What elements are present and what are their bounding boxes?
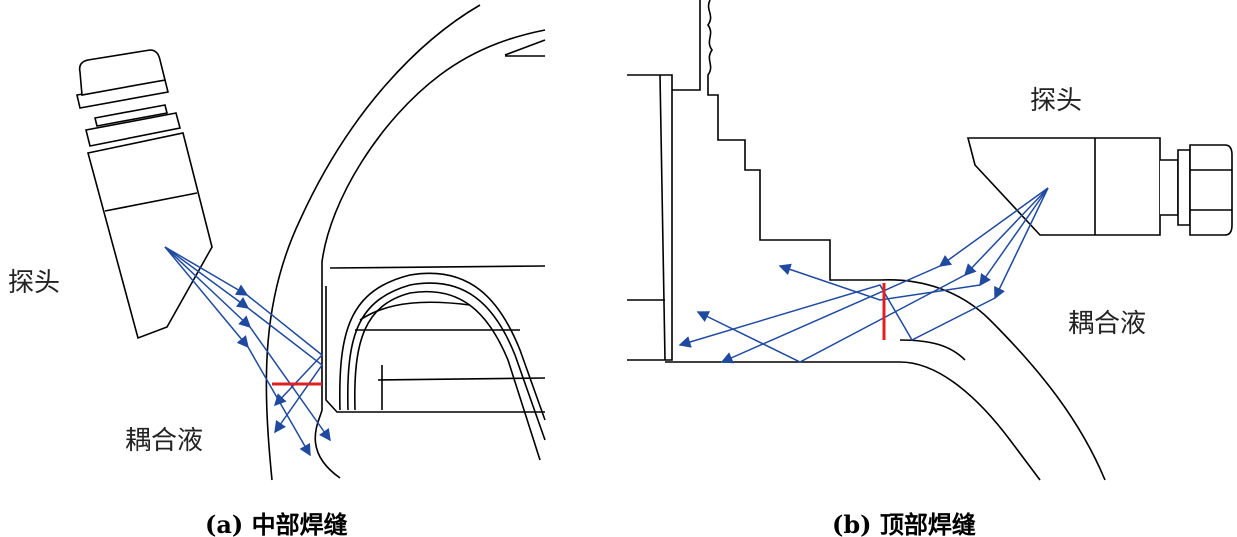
- panel-b-couplant-label: 耦合液: [1068, 309, 1147, 339]
- panel-a-structure: [265, 4, 546, 481]
- panel-b-probe-label: 探头: [1030, 86, 1083, 116]
- panel-b-probe: [966, 137, 1233, 236]
- panel-a-caption: (a) 中部焊缝: [205, 510, 348, 537]
- panel-a-couplant-label: 耦合液: [125, 426, 204, 456]
- panel-a-probe-label: 探头: [8, 268, 61, 298]
- panel-b-rays: [678, 187, 1049, 364]
- panel-a-probe: [76, 49, 213, 340]
- panel-b-structure: [627, 0, 1106, 481]
- panel-b-caption: (b) 顶部焊缝: [832, 510, 976, 537]
